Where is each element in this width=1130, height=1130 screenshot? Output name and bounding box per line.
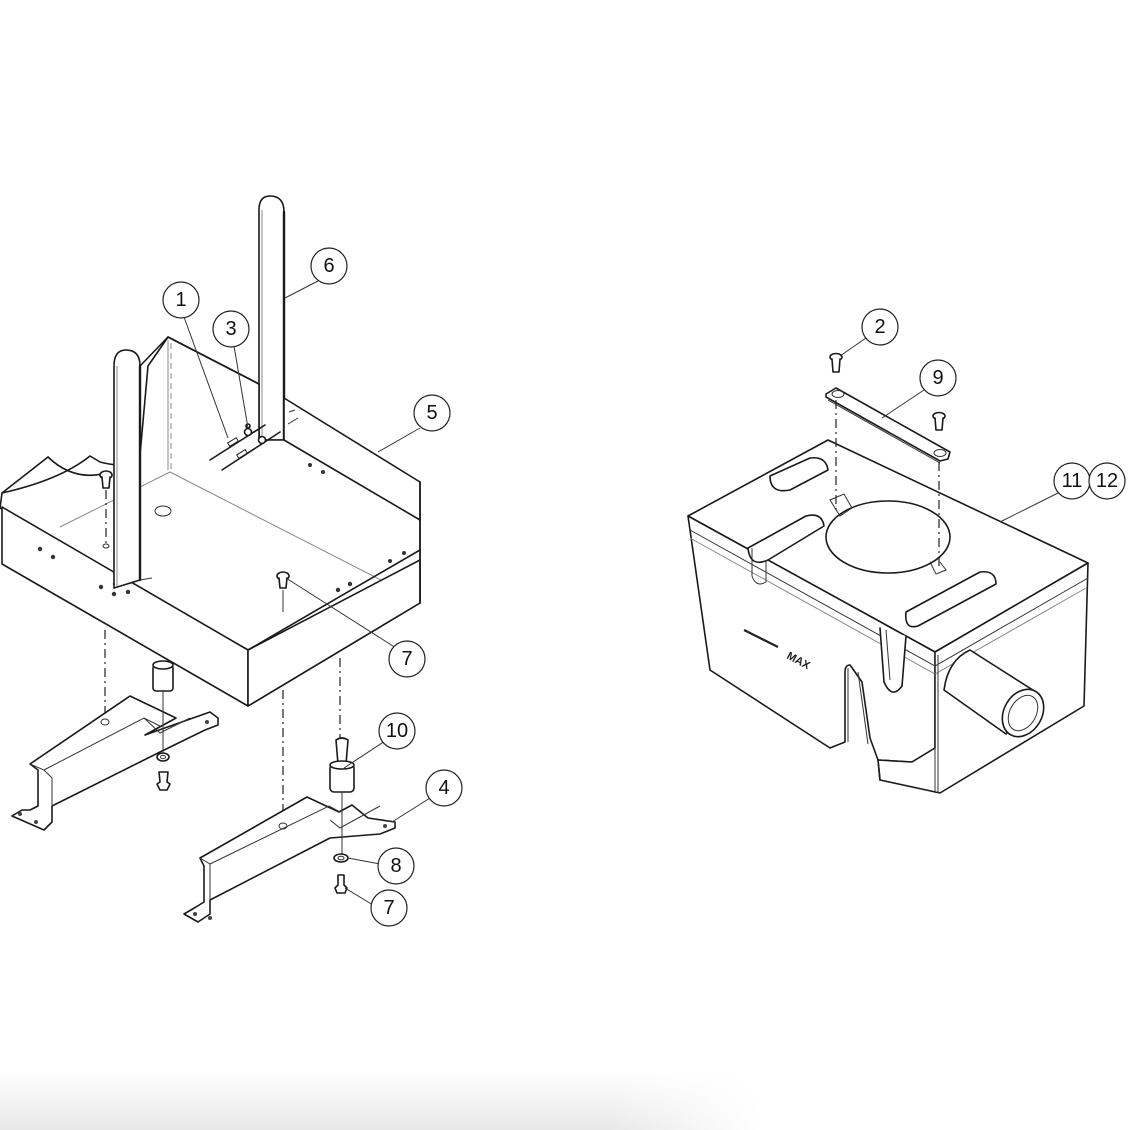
tank-11: MAX: [687, 439, 1089, 794]
svg-text:5: 5: [426, 402, 437, 424]
balloon-7-upper: 7: [388, 640, 426, 678]
balloon-8: 8: [377, 847, 415, 885]
washer-8: [333, 853, 349, 863]
tray-5: [0, 336, 421, 707]
right-leaders: [839, 337, 1059, 523]
balloon-11: 11: [1053, 462, 1091, 500]
bottom-shadow: [0, 1070, 760, 1130]
svg-text:7: 7: [401, 648, 412, 670]
svg-text:3: 3: [225, 318, 236, 340]
left-assembly: [0, 195, 431, 923]
balloon-12: 12: [1088, 462, 1126, 500]
post-left: [113, 349, 153, 589]
svg-text:12: 12: [1096, 470, 1118, 492]
bracket-4: [183, 796, 396, 923]
balloon-4: 4: [425, 769, 463, 807]
spacer-10: [329, 737, 355, 856]
fastener-set-1-3: [209, 409, 299, 471]
balloon-9: 9: [919, 359, 957, 397]
balloon-2: 2: [861, 308, 899, 346]
balloon-6: 6: [310, 247, 348, 285]
svg-text:11: 11: [1062, 470, 1083, 492]
svg-text:10: 10: [386, 720, 408, 742]
balloon-7-lower: 7: [370, 889, 408, 927]
svg-text:6: 6: [323, 255, 334, 277]
clamp-bar-9: [825, 387, 951, 464]
max-level-line: [743, 629, 779, 648]
svg-text:2: 2: [874, 316, 885, 338]
bracket-left: [11, 695, 219, 831]
right-assembly: MAX: [687, 337, 1089, 794]
balloon-5: 5: [413, 394, 451, 432]
svg-text:4: 4: [438, 777, 449, 799]
screw-2-left: [829, 352, 843, 512]
svg-text:9: 9: [932, 367, 943, 389]
svg-text:7: 7: [383, 897, 394, 919]
balloon-1: 1: [162, 281, 200, 319]
svg-text:8: 8: [390, 855, 401, 877]
outlet-spigot: [943, 649, 1045, 738]
screw-2-right: [932, 411, 946, 570]
balloon-10: 10: [378, 712, 416, 750]
left-leaders: [183, 280, 431, 906]
balloon-3: 3: [212, 310, 250, 348]
bolt-7: [334, 874, 348, 894]
screw-back-left: [99, 470, 113, 549]
spacer-left: [152, 660, 174, 791]
post-6: [258, 195, 286, 442]
svg-text:1: 1: [175, 289, 186, 311]
